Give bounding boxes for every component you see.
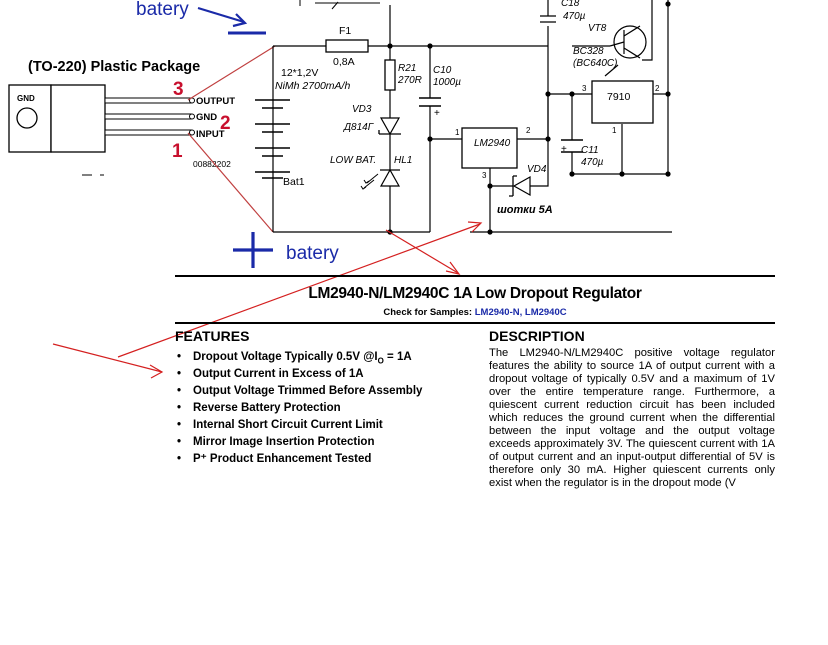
- lm2940-ic: [461, 127, 518, 169]
- pin-gnd-lead: [104, 113, 192, 120]
- feature-item: •Output Current in Excess of 1A: [177, 368, 364, 380]
- pin-input-end: [189, 129, 195, 136]
- samples-links[interactable]: LM2940-N, LM2940C: [474, 307, 567, 318]
- regulator-label: 7910: [607, 91, 631, 103]
- fuse-f1: [325, 39, 369, 53]
- package-title: (TO-220) Plastic Package: [28, 59, 200, 75]
- capacitor-c11: [561, 139, 583, 153]
- battery-minus-label: batery: [136, 0, 189, 20]
- pin-number-1: 1: [172, 141, 183, 162]
- top-edge-arrow: [331, 1, 339, 10]
- datasheet-excerpt: LM2940-N/LM2940C 1A Low Dropout Regulato…: [175, 275, 775, 497]
- feature-item: •Internal Short Circuit Current Limit: [177, 419, 383, 431]
- to220-body: [50, 84, 106, 153]
- low-bat-label: LOW BAT.: [330, 155, 376, 166]
- callout-line-bottom: [187, 132, 274, 233]
- schottky-vd4: [509, 175, 531, 197]
- feature-suffix: = 1A: [383, 351, 412, 363]
- regulator-pin3: 3: [582, 84, 587, 93]
- zener-vd3: [378, 117, 401, 136]
- red-callout-arrows: [52, 221, 483, 379]
- pin-gnd-end: [189, 113, 195, 120]
- r21-value: 270R: [397, 75, 422, 86]
- hl1-label: HL1: [394, 155, 412, 166]
- schottky-label: шотки 5A: [497, 204, 553, 216]
- lm2940-label: LM2940: [474, 138, 511, 149]
- battery-minus-arrowhead: [232, 13, 248, 28]
- vd3-label: VD3: [352, 104, 372, 115]
- c18-label: C18: [561, 0, 580, 9]
- doc-code: 00882202: [193, 159, 231, 169]
- regulator-7910: [591, 80, 654, 124]
- battery-plus-label: batery: [286, 243, 339, 264]
- feature-item: •Mirror Image Insertion Protection: [177, 436, 375, 448]
- battery-spec-capacity: NiMh 2700mA/h: [275, 80, 350, 92]
- regulator-pin2: 2: [655, 84, 660, 93]
- samples-line: Check for Samples: LM2940-N, LM2940C: [175, 307, 775, 318]
- c11-plus: +: [561, 144, 567, 155]
- plus-sign: [233, 232, 273, 268]
- vt8-part: BC328: [573, 46, 604, 57]
- c10-value: 1000µ: [433, 77, 461, 88]
- pin-input-lead: [104, 129, 192, 136]
- pin-output-label: OUTPUT: [196, 96, 235, 107]
- datasheet-title: LM2940-N/LM2940C 1A Low Dropout Regulato…: [308, 285, 642, 302]
- battery-spec-voltage: 12*1,2V: [281, 67, 318, 79]
- to220-mount-hole: [16, 107, 38, 129]
- datasheet-top-rule: [175, 275, 775, 277]
- features-list: •Dropout Voltage Typically 0.5V @IO = 1A…: [175, 349, 475, 468]
- fuse-value: 0,8A: [333, 56, 355, 68]
- pin-input-label: INPUT: [196, 129, 225, 140]
- r21-label: R21: [398, 63, 416, 74]
- vt8-label: VT8: [588, 23, 607, 34]
- feature-item: •Output Voltage Trimmed Before Assembly: [177, 385, 423, 397]
- features-heading: FEATURES: [175, 328, 250, 344]
- tab-gnd-label: GND: [17, 94, 35, 103]
- main-wiring: [272, 0, 672, 233]
- led-hl1: [360, 168, 401, 190]
- description-text: The LM2940-N/LM2940C positive voltage re…: [489, 347, 775, 489]
- capacitor-c10: [419, 97, 441, 107]
- lm2940-pin2: 2: [526, 126, 531, 135]
- pin-gnd-label: GND: [196, 112, 217, 123]
- fuse-label: F1: [339, 25, 351, 37]
- pin-number-2: 2: [220, 113, 231, 134]
- vd3-part: Д814Г: [343, 122, 375, 133]
- c18-value: 470µ: [563, 11, 586, 22]
- c11-value: 470µ: [581, 157, 604, 168]
- to220-pins: [104, 97, 195, 136]
- c10-plus: +: [434, 108, 440, 119]
- lm2940-pin3: 3: [482, 171, 487, 180]
- junction-dots: [387, 1, 671, 235]
- feature-item: •P⁺ Product Enhancement Tested: [177, 453, 372, 465]
- pin-number-3: 3: [173, 79, 184, 100]
- samples-prefix: Check for Samples:: [383, 307, 475, 318]
- lm2940-pin1: 1: [455, 128, 460, 137]
- feature-item: •Reverse Battery Protection: [177, 402, 341, 414]
- feature-item: •Dropout Voltage Typically 0.5V @IO = 1A: [177, 351, 412, 366]
- c10-label: C10: [433, 65, 452, 76]
- regulator-pin1: 1: [612, 126, 617, 135]
- battery-bat1: [255, 99, 290, 179]
- vt8-part-alt: (BC640C): [573, 58, 617, 69]
- feature-subscript: O: [377, 356, 384, 366]
- vd4-label: VD4: [527, 164, 547, 175]
- top-edge-wire: [299, 0, 380, 6]
- callout-line-top: [187, 45, 276, 101]
- description-heading: DESCRIPTION: [489, 328, 585, 344]
- battery-label: Bat1: [283, 176, 305, 188]
- c11-label: C11: [581, 145, 599, 156]
- transistor-vt8: [609, 25, 647, 59]
- datasheet-header-rule: [175, 322, 775, 324]
- resistor-r21: [384, 59, 396, 91]
- battery-minus-arrow: [197, 6, 245, 24]
